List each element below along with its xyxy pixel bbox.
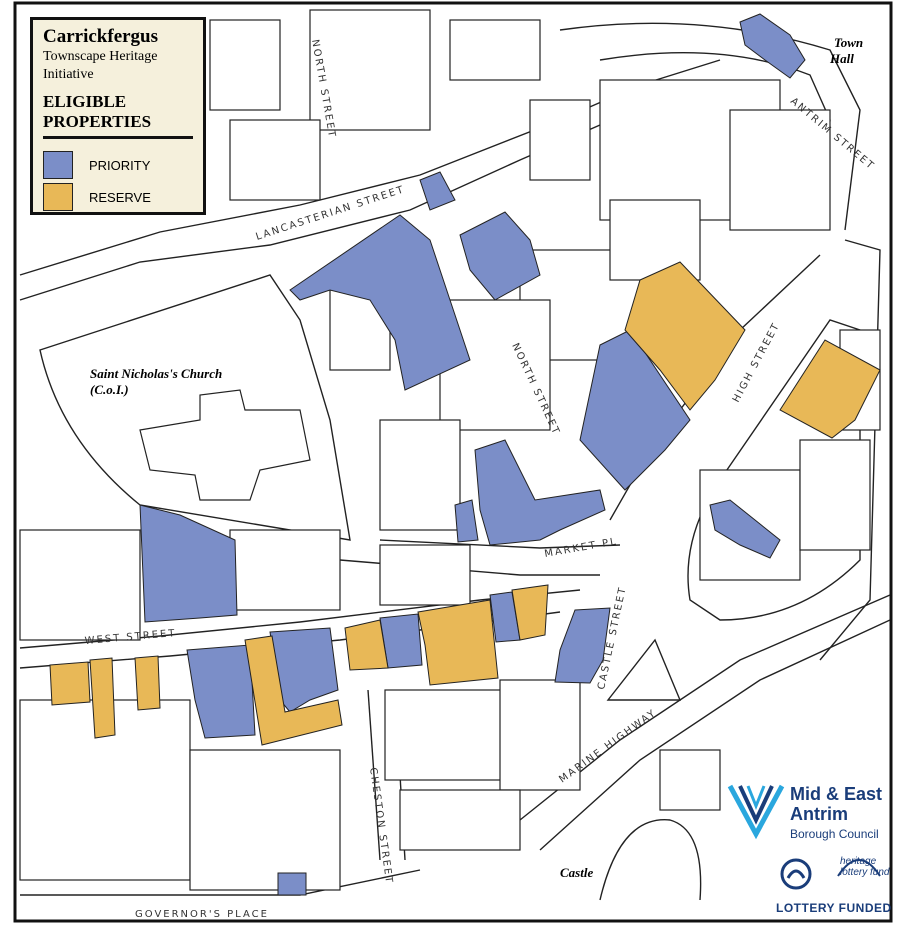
hlf-arc-icon	[837, 859, 881, 877]
legend-label-reserve: RESERVE	[89, 189, 151, 205]
priority-parcel	[139, 504, 238, 623]
priority-swatch	[43, 151, 73, 179]
legend-item-priority: PRIORITY	[43, 149, 193, 181]
priority-parcel	[454, 499, 479, 543]
legend-subtitle-2: Initiative	[43, 67, 94, 82]
priority-parcel	[419, 171, 456, 211]
priority-parcel	[186, 644, 256, 739]
priority-parcel	[739, 13, 806, 79]
priority-parcel	[289, 214, 471, 391]
reserve-parcel	[779, 339, 881, 439]
map-legend: Carrickfergus Townscape Heritage Initiat…	[30, 17, 206, 215]
reserve-parcel	[417, 599, 499, 686]
hlf-name-2: lottery fund	[840, 867, 890, 878]
legend-divider	[43, 136, 193, 139]
church-label-1: Saint Nicholas's Church	[90, 366, 222, 381]
castle-label: Castle	[560, 865, 593, 880]
reserve-parcel	[89, 657, 116, 739]
reserve-parcel	[49, 661, 91, 706]
legend-subtitle-1: Townscape Heritage	[43, 49, 158, 64]
priority-parcel	[709, 499, 781, 559]
street-label-governors-place: GOVERNOR'S PLACE	[135, 909, 269, 920]
reserve-parcel	[244, 635, 343, 746]
council-logo-icon	[727, 784, 785, 840]
reserve-parcel	[511, 584, 549, 641]
reserve-swatch	[43, 183, 73, 211]
council-name-3: Borough Council	[790, 827, 879, 841]
funder-logos: Mid & East Antrim Borough Council herita…	[724, 782, 894, 917]
reserve-parcel	[624, 261, 746, 411]
legend-title: Carrickfergus	[43, 26, 159, 47]
lottery-funded-label: LOTTERY FUNDED	[776, 901, 892, 915]
council-name-1: Mid & East	[790, 784, 883, 804]
council-name-2: Antrim	[790, 804, 848, 824]
place-labels: Town Hall Saint Nicholas's Church (C.o.I…	[90, 35, 863, 880]
buildings	[19, 9, 881, 891]
legend-label-priority: PRIORITY	[89, 157, 151, 173]
reserve-properties	[49, 261, 881, 746]
castle-outline	[599, 819, 702, 901]
priority-parcel	[459, 211, 541, 301]
priority-parcel	[277, 872, 307, 896]
legend-heading-1: ELIGIBLE	[43, 92, 127, 111]
priority-parcel	[474, 439, 606, 546]
church-label-2: (C.o.I.)	[90, 382, 129, 397]
lottery-hands-icon	[780, 858, 812, 890]
reserve-parcel	[344, 619, 389, 671]
town-hall-label-2: Hall	[829, 51, 854, 66]
priority-properties	[139, 13, 806, 896]
reserve-parcel	[134, 655, 161, 711]
legend-item-reserve: RESERVE	[43, 181, 193, 213]
town-hall-label-1: Town	[834, 35, 863, 50]
legend-heading-2: PROPERTIES	[43, 112, 152, 131]
priority-parcel	[554, 607, 611, 684]
hlf-name-1: heritage	[840, 856, 877, 867]
